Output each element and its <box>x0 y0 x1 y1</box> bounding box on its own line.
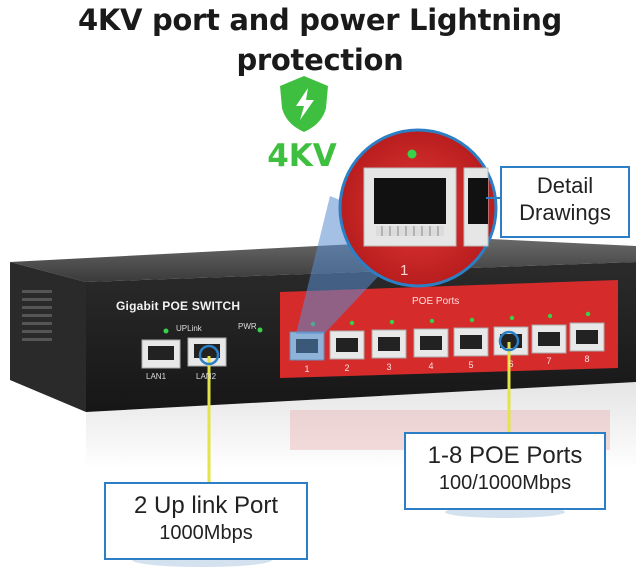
callout-title: 1-8 POE Ports <box>427 442 583 469</box>
port-number: 2 <box>344 363 350 373</box>
switch-title: Gigabit POE SWITCH <box>116 299 241 313</box>
poe-ports-callout: 1-8 POE Ports 100/1000Mbps <box>404 432 606 510</box>
port-number: 4 <box>428 361 434 371</box>
port-number: 7 <box>546 356 552 366</box>
uplink-port-callout: 2 Up link Port 1000Mbps <box>104 482 308 560</box>
detail-drawings-callout: Detail Drawings <box>500 166 630 238</box>
kv-rating-text: 4KV <box>267 138 337 174</box>
callout-line: Drawings <box>519 200 611 225</box>
uplink-led <box>163 328 169 334</box>
switch-left-side <box>10 262 86 412</box>
callout-subtitle: 1000Mbps <box>159 522 253 544</box>
poe-marker <box>498 330 520 352</box>
side-vents <box>22 290 52 341</box>
port-number: 8 <box>584 354 590 364</box>
pointer-lines <box>207 342 511 484</box>
zoom-led <box>407 149 417 159</box>
port-number: 6 <box>508 359 514 369</box>
poe-ports-label: POE Ports <box>412 296 460 307</box>
callout-title: 2 Up link Port <box>133 492 279 519</box>
callout-subtitle: 100/1000Mbps <box>438 472 572 494</box>
uplink-label: UPLink <box>176 324 202 333</box>
zoom-port-number: 1 <box>400 262 409 279</box>
lan2-label: LAN2 <box>196 372 217 381</box>
port-number: 3 <box>386 362 392 372</box>
pwr-label: PWR <box>238 322 257 331</box>
headline: 4KV port and power Lightning protection <box>77 3 563 77</box>
pwr-led <box>257 327 263 333</box>
callout-line: Detail <box>536 173 594 198</box>
port-number: 1 <box>304 364 310 374</box>
uplink-marker <box>198 344 220 366</box>
lan1-label: LAN1 <box>146 372 167 381</box>
port-number: 5 <box>468 360 474 370</box>
